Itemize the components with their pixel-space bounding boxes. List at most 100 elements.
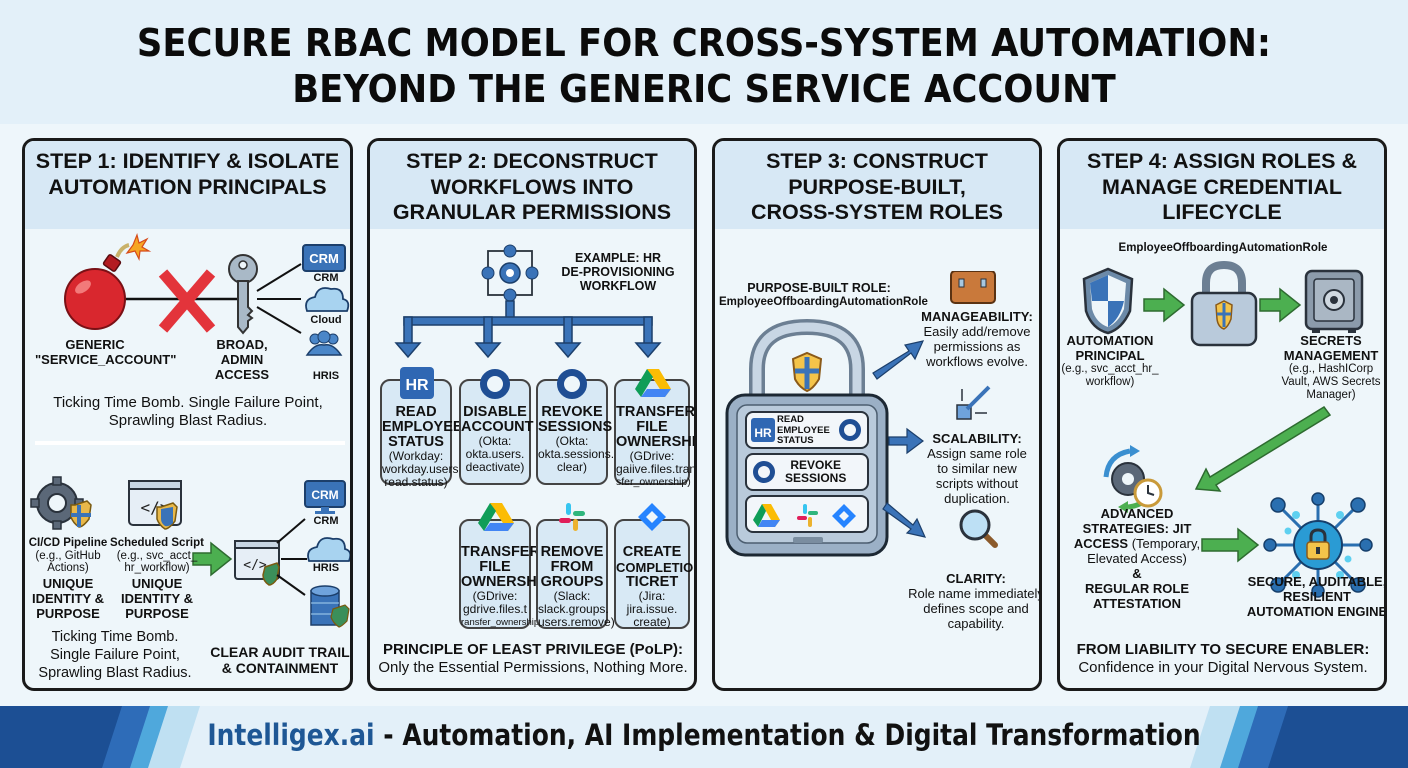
jira-icon (832, 504, 856, 528)
workflow-tree-diagram (394, 244, 662, 359)
conclusion-text: Confidence in your Digital Nervous Syste… (1078, 659, 1368, 676)
arrow-down-right-icon (882, 502, 927, 538)
crm-icon: CRM (302, 244, 346, 272)
footer-banner: Intelligex.ai - Automation, AI Implement… (0, 706, 1408, 768)
step-3-panel: STEP 3: CONSTRUCT PURPOSE-BUILT, CROSS-S… (712, 138, 1042, 691)
automation-principal-label: AUTOMATION PRINCIPAL (e.g., svc_acct_hr_… (1061, 333, 1159, 388)
step-4-panel: STEP 4: ASSIGN ROLES & MANAGE CREDENTIAL… (1057, 138, 1387, 691)
cloud-icon (305, 287, 350, 312)
scheduled-script-principal: Scheduled Script (e.g., svc_acct_ hr_wor… (110, 537, 204, 621)
page-header: SECURE RBAC MODEL FOR CROSS-SYSTEM AUTOM… (0, 0, 1408, 124)
slack-icon (559, 503, 585, 531)
gear-clock-icon (1103, 445, 1163, 513)
red-x-icon (158, 269, 216, 333)
advanced-strategies-label: ADVANCED STRATEGIES: JIT ACCESS (Tempora… (1073, 506, 1201, 611)
step-1-title: STEP 1: IDENTIFY & ISOLATE AUTOMATION PR… (25, 141, 350, 229)
google-drive-icon (635, 369, 671, 397)
google-drive-icon (753, 504, 780, 527)
green-arrow-icon (1259, 287, 1302, 323)
step-1-title-line-1: STEP 1: IDENTIFY & ISOLATE (35, 149, 340, 173)
ci-cd-principal: CI/CD Pipeline (e.g., GitHub Actions) UN… (28, 537, 108, 621)
target-hris-label: HRIS (312, 370, 340, 382)
gear-icon (30, 476, 84, 530)
target-cloud-label: Cloud (310, 314, 342, 326)
shield-icon (70, 500, 92, 528)
step-3-title: STEP 3: CONSTRUCT PURPOSE-BUILT, CROSS-S… (715, 141, 1039, 229)
brand-name[interactable]: Intelligex.ai (207, 718, 375, 752)
step-1-panel: STEP 1: IDENTIFY & ISOLATE AUTOMATION PR… (22, 138, 353, 691)
arrow-right-icon (888, 427, 924, 455)
secrets-management-label: SECRETS MANAGEMENT (e.g., HashICorp Vaul… (1281, 333, 1381, 401)
crm-monitor-icon: CRM (304, 480, 346, 514)
padlock-icon (1190, 260, 1258, 347)
footer-tagline: - Automation, AI Implementation & Digita… (374, 718, 1201, 752)
target-hris-label: HRIS (312, 562, 340, 574)
page-title: SECURE RBAC MODEL FOR CROSS-SYSTEM AUTOM… (49, 0, 1358, 112)
svg-text:CRM: CRM (309, 251, 339, 266)
footer-text: Intelligex.ai - Automation, AI Implement… (99, 718, 1310, 752)
shield-icon (1082, 267, 1134, 335)
jira-icon (638, 503, 666, 531)
automation-engine-label: SECURE, AUDITABLE, RESILIENT AUTOMATION … (1246, 574, 1387, 619)
svg-text:</>: </> (243, 558, 267, 573)
okta-icon (839, 419, 861, 441)
shield-icon (791, 351, 823, 393)
unique-principals-diagram: </> </> CRM (30, 476, 350, 628)
conclusion-title: FROM LIABILITY TO SECURE ENABLER: (1076, 641, 1370, 658)
generic-account-diagram: CRM (64, 233, 350, 356)
workflow-cycle-icon (481, 244, 539, 302)
role-name-label: EmployeeOffboardingAutomationRole (1118, 242, 1328, 254)
step-4-title: STEP 4: ASSIGN ROLES & MANAGE CREDENTIAL… (1060, 141, 1384, 229)
step-2-panel: STEP 2: DECONSTRUCT WORKFLOWS INTO GRANU… (367, 138, 697, 691)
step-2-title: STEP 2: DECONSTRUCT WORKFLOWS INTO GRANU… (370, 141, 694, 229)
polp-text: Only the Essential Permissions, Nothing … (378, 659, 688, 676)
okta-icon (480, 369, 510, 399)
database-icon (310, 585, 350, 628)
safe-icon (1304, 269, 1364, 333)
scale-icon (956, 385, 991, 420)
title-line-1: SECURE RBAC MODEL FOR CROSS-SYSTEM AUTOM… (136, 21, 1272, 65)
target-crm-label: CRM (313, 515, 339, 527)
benefit-arrows (872, 271, 998, 548)
broad-admin-access-label: BROAD, ADMIN ACCESS (214, 337, 270, 382)
slack-icon (797, 504, 818, 527)
hris-people-icon (305, 330, 343, 356)
green-diagonal-arrow-icon (1194, 406, 1332, 492)
briefcase-icon (950, 271, 996, 304)
bomb-icon (64, 233, 152, 330)
unique-principals-caption: Ticking Time Bomb. Single Failure Point,… (38, 629, 192, 681)
footer-decoration (0, 706, 1408, 768)
generic-service-account-label: GENERIC "SERVICE_ACCOUNT" (35, 337, 177, 367)
section-divider (35, 441, 345, 445)
magnifier-icon (959, 509, 998, 548)
cloud-icon (307, 537, 350, 562)
branching-arrows (394, 300, 662, 359)
workday-icon: HR (400, 367, 434, 399)
step-1-title-line-2: AUTOMATION PRINCIPALS (48, 174, 327, 199)
script-window-icon: </> (234, 540, 280, 586)
title-line-2: BEYOND THE GENERIC SERVICE ACCOUNT (292, 67, 1116, 111)
green-arrow-icon (192, 541, 233, 577)
lock-row-app-icons (745, 495, 869, 533)
okta-icon (557, 369, 587, 399)
arrow-up-right-icon (872, 340, 925, 380)
network-lock-icon (1263, 492, 1373, 598)
svg-text:CRM: CRM (311, 488, 338, 502)
okta-icon (753, 461, 775, 483)
app-icons (753, 504, 856, 528)
purpose-built-role-label: PURPOSE-BUILT ROLE: EmployeeOffboardingA… (719, 281, 928, 308)
green-arrow-icon (1143, 287, 1186, 323)
shield-icon (156, 502, 178, 530)
key-icon (228, 254, 258, 335)
generic-account-caption: Ticking Time Bomb. Single Failure Point,… (53, 394, 323, 429)
audit-trail-label: CLEAR AUDIT TRAIL & CONTAINMENT (210, 644, 350, 676)
